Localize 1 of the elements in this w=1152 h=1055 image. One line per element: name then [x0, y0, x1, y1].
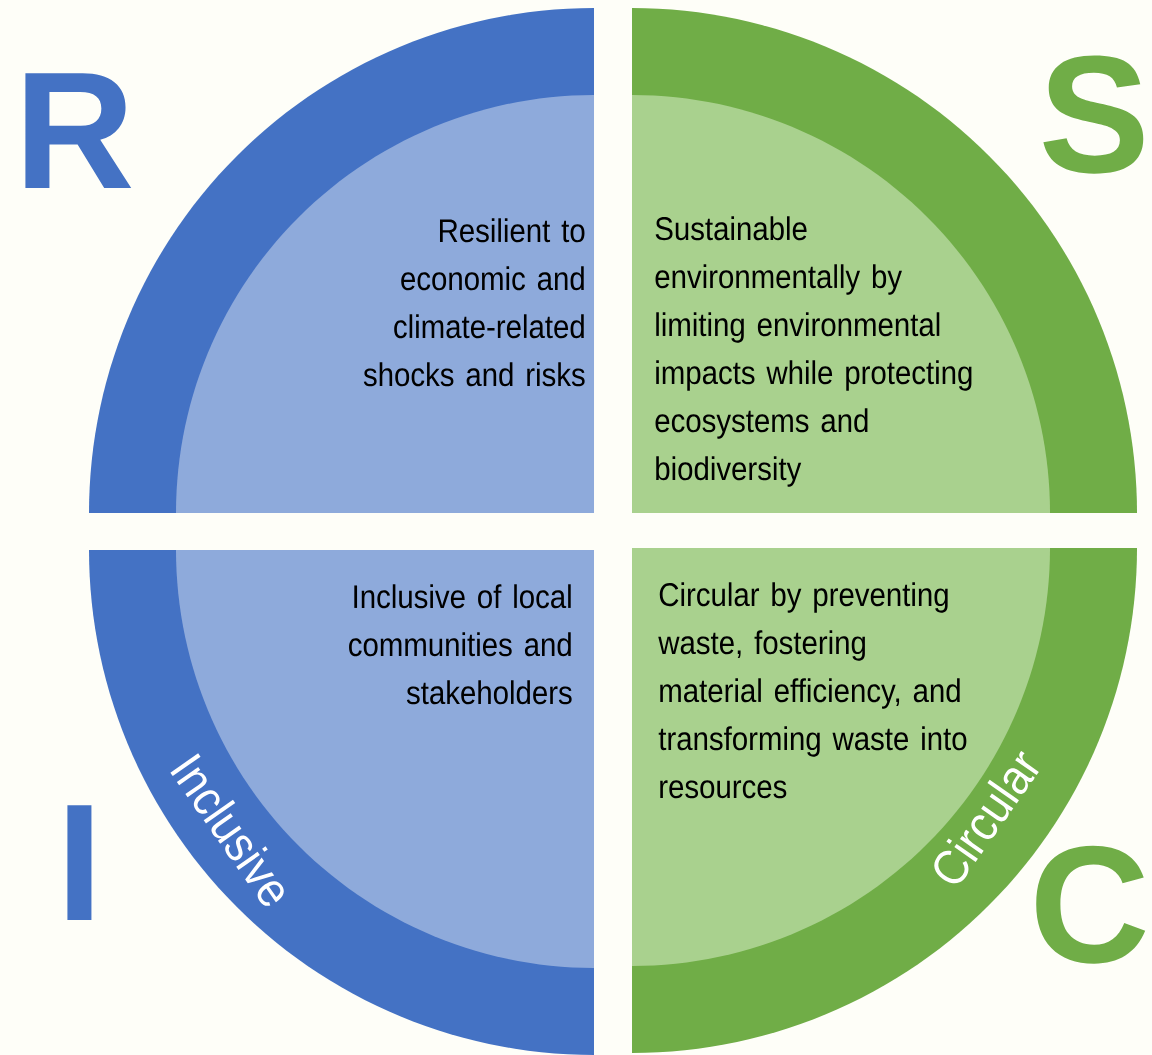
corner-letter: I	[67, 805, 92, 920]
